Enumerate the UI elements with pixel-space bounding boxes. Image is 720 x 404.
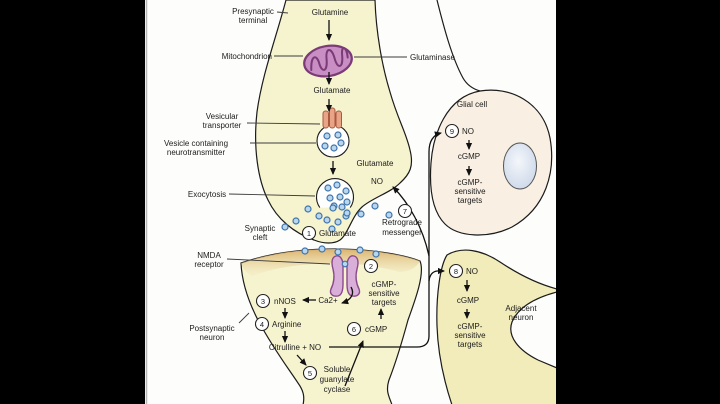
label-postsynaptic-line2: neuron xyxy=(200,333,225,342)
text-cgmp-glial: cGMP xyxy=(458,152,480,161)
label-adjacent-line1: Adjacent xyxy=(505,304,537,313)
text-retrograde-line1: Retrograde xyxy=(382,218,423,227)
step-9: 9 xyxy=(450,127,454,136)
text-citrulline-no: Citrulline + NO xyxy=(269,343,321,352)
text-retrograde-line2: messenger xyxy=(382,228,422,237)
text-no-glial: NO xyxy=(462,127,474,136)
text-targets-glial-line2: sensitive xyxy=(454,187,486,196)
glial-process-line xyxy=(436,0,481,92)
label-nmda-line1: NMDA xyxy=(197,251,221,260)
vesicle-icon xyxy=(316,124,350,158)
step-6: 6 xyxy=(352,325,356,334)
text-cgmp-adjacent: cGMP xyxy=(457,296,479,305)
label-exocytosis: Exocytosis xyxy=(188,190,226,199)
step-circle-5 xyxy=(302,365,318,381)
glial-nucleus-icon xyxy=(503,142,537,190)
step-7: 7 xyxy=(403,207,407,216)
step-circle-4 xyxy=(254,316,270,332)
arrow-citrulline-to-sgc xyxy=(296,354,307,366)
label-transporter-line1: Vesicular xyxy=(206,112,239,121)
text-sgc-line1: Soluble xyxy=(324,365,351,374)
text-sgc-line2: guanylate xyxy=(320,375,355,384)
arrow-sgc-to-cgmp xyxy=(344,340,364,387)
label-nmda-line2: receptor xyxy=(194,260,224,269)
text-targets-adjacent-line3: targets xyxy=(458,340,482,349)
label-glial-cell: Glial cell xyxy=(457,100,487,109)
text-targets-post-line3: targets xyxy=(372,298,396,307)
leader-nmda xyxy=(226,258,331,265)
label-presynaptic-line2: terminal xyxy=(239,16,268,25)
step-circle-6 xyxy=(346,321,362,337)
step-8: 8 xyxy=(454,267,458,276)
text-cgmp-postsynaptic: cGMP xyxy=(365,325,387,334)
step-2: 2 xyxy=(369,262,373,271)
label-mitochondrion: Mitochondrion xyxy=(222,52,272,61)
leader-postsynaptic xyxy=(238,312,250,324)
step-circle-9 xyxy=(444,123,460,139)
retrograde-arrow xyxy=(392,186,430,257)
step-circle-3 xyxy=(255,293,271,309)
glial-cell-shape xyxy=(429,89,553,236)
step-circle-8 xyxy=(448,263,464,279)
step-3: 3 xyxy=(261,297,265,306)
step-5: 5 xyxy=(308,369,312,378)
step-1: 1 xyxy=(307,229,311,238)
label-postsynaptic-line1: Postsynaptic xyxy=(189,324,234,333)
no-diffusion-line xyxy=(329,131,442,348)
step-circle-1 xyxy=(301,225,317,241)
step-4: 4 xyxy=(260,320,264,329)
text-arginine: Arginine xyxy=(272,320,302,329)
step-markers: 1 2 3 4 5 6 7 8 9 xyxy=(254,123,464,381)
text-targets-glial-line3: targets xyxy=(458,196,482,205)
label-glutaminase: Glutaminase xyxy=(410,53,455,62)
text-targets-post-line2: sensitive xyxy=(368,289,400,298)
text-no-adjacent: NO xyxy=(466,267,478,276)
text-glutamate-terminal: Glutamate xyxy=(357,159,394,168)
label-cleft-line1: Synaptic xyxy=(245,224,276,233)
text-glutamate: Glutamate xyxy=(314,86,351,95)
step-circle-2 xyxy=(363,258,379,274)
text-nnos: nNOS xyxy=(274,297,296,306)
glutamate-dots xyxy=(281,131,393,268)
label-transporter-line2: transporter xyxy=(203,121,242,130)
label-vesicle-line2: neurotransmitter xyxy=(167,148,226,157)
leader-transporter xyxy=(246,122,321,125)
nmda-receptor-icon xyxy=(329,255,361,297)
text-targets-glial-line1: cGMP- xyxy=(458,178,483,187)
label-cleft-line2: cleft xyxy=(253,233,268,242)
text-ca2: Ca2+ xyxy=(318,296,338,305)
text-sgc-line3: cyclase xyxy=(324,385,351,394)
leader-presynaptic xyxy=(276,11,289,14)
text-targets-post-line1: cGMP- xyxy=(372,280,397,289)
label-presynaptic-line1: Presynaptic xyxy=(232,7,274,16)
label-vesicle-line1: Vesicle containing xyxy=(164,139,228,148)
mitochondrion-icon xyxy=(303,44,353,78)
vesicular-transporter-icon xyxy=(322,107,342,129)
text-glutamate-cleft: Glutamate xyxy=(319,229,356,238)
text-no-terminal: NO xyxy=(371,177,383,186)
label-adjacent-line2: neuron xyxy=(509,313,534,322)
step-circle-7 xyxy=(397,203,413,219)
text-targets-adjacent-line2: sensitive xyxy=(454,331,486,340)
no-branch-to-adjacent xyxy=(428,267,446,282)
text-glutamine: Glutamine xyxy=(312,8,349,17)
leader-exocytosis xyxy=(228,193,316,197)
arrow-calcium-influx xyxy=(341,286,354,305)
text-targets-adjacent-line1: cGMP- xyxy=(458,322,483,331)
